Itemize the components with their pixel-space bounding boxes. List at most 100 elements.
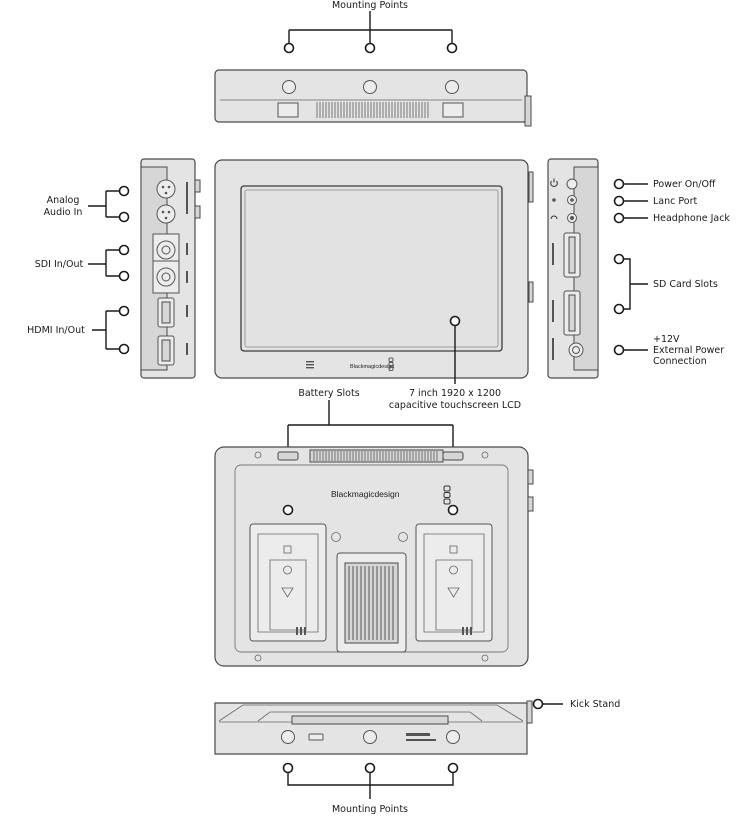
right-side-view: Power On/Off Lanc Port Headphone Jack SD… — [528, 158, 730, 379]
sdi-pin — [161, 272, 171, 282]
callout-dot — [446, 42, 458, 54]
menu-icon — [306, 361, 314, 369]
top-vent-grille — [316, 102, 429, 118]
side-tab — [527, 496, 534, 512]
callout-dot — [282, 504, 294, 516]
cooling-fan-fins — [348, 566, 394, 640]
hdmi-socket — [161, 339, 171, 362]
top-port — [442, 102, 464, 118]
label-sdi: SDI In/Out — [35, 259, 84, 270]
mount-point — [363, 80, 377, 94]
label-hdmi: HDMI In/Out — [27, 325, 85, 336]
callout-dot — [613, 195, 625, 207]
callout-dot — [364, 762, 376, 774]
mount-point — [281, 730, 295, 744]
xlr-connector — [156, 204, 176, 224]
side-tab — [524, 95, 532, 127]
callout-dot — [118, 343, 130, 355]
label-lcd-1: 7 inch 1920 x 1200 — [409, 388, 501, 399]
mount-point — [282, 80, 296, 94]
callout-dot — [283, 42, 295, 54]
front-view: Blackmagicdesign 7 inch 1920 x 1200 capa… — [214, 159, 529, 411]
front-brand-logo: Blackmagicdesign — [350, 364, 394, 370]
callout-dot — [118, 270, 130, 282]
label-lanc: Lanc Port — [653, 196, 697, 207]
callout-dot — [118, 305, 130, 317]
label-headphone: Headphone Jack — [653, 213, 730, 224]
label-power: Power On/Off — [653, 179, 716, 190]
callout-dot — [613, 344, 625, 356]
side-tab — [528, 281, 534, 303]
label-battery: Battery Slots — [298, 388, 359, 399]
leader-analog — [88, 190, 119, 218]
left-side-view: Analog Audio In SDI In/Out HDMI In/Out — [27, 158, 201, 379]
callout-dot — [613, 303, 625, 315]
power-button — [566, 178, 578, 190]
label-mounting-points-bottom: Mounting Points — [332, 804, 408, 815]
hdmi-socket — [161, 301, 171, 324]
callout-dot — [449, 315, 461, 327]
lcd-screen — [240, 185, 503, 352]
top-port — [277, 102, 299, 118]
monitor-bottom-edge — [214, 702, 528, 755]
label-analog-1: Analog — [47, 195, 80, 206]
back-vent-grille — [313, 451, 438, 461]
side-tab — [527, 469, 534, 485]
sd-card-opening — [568, 236, 576, 274]
usb-port — [308, 733, 324, 741]
brand-mark-icon — [388, 357, 394, 371]
lcd-inner — [244, 189, 499, 348]
leader-sd — [624, 258, 648, 310]
battery-1-icon — [331, 532, 341, 542]
label-power-1: +12V — [653, 334, 680, 345]
top-view: Mounting Points — [214, 0, 532, 127]
bottom-view: Kick Stand Mounting Points — [214, 698, 620, 815]
leader-sdi — [88, 249, 119, 277]
leader-mounting-bottom — [287, 773, 454, 799]
sdi-pin — [161, 245, 171, 255]
leader-mounting-top — [288, 11, 453, 46]
callout-dot — [613, 253, 625, 265]
mount-point — [363, 730, 377, 744]
headphone-icon — [550, 215, 558, 220]
side-tab — [194, 179, 201, 193]
mount-point — [445, 80, 459, 94]
label-lcd-2: capacitive touchscreen LCD — [389, 400, 521, 411]
kick-stand-frame — [218, 704, 524, 722]
label-power-3: Connection — [653, 356, 707, 367]
kick-stand — [526, 700, 533, 724]
callout-dot — [282, 762, 294, 774]
label-kick-stand: Kick Stand — [570, 699, 620, 710]
brand-mark-icon — [443, 485, 451, 505]
callout-dot — [118, 244, 130, 256]
label-sd: SD Card Slots — [653, 279, 718, 290]
callout-dot — [532, 698, 544, 710]
callout-dot — [613, 212, 625, 224]
callout-dot — [118, 185, 130, 197]
label-mounting-points-top: Mounting Points — [332, 0, 408, 11]
mount-point — [446, 730, 460, 744]
battery-plate-right — [415, 523, 493, 642]
power-icon — [550, 178, 558, 187]
callout-dot — [118, 211, 130, 223]
side-tab — [528, 171, 534, 203]
battery-plate-left — [249, 523, 327, 642]
compliance-marks — [406, 733, 430, 736]
xlr-connector — [156, 179, 176, 199]
back-view: Battery Slots Blackmagicdesign — [214, 388, 534, 667]
back-brand-logo: Blackmagicdesign — [331, 489, 400, 499]
side-tab — [194, 205, 201, 219]
label-analog-2: Audio In — [44, 207, 83, 218]
model-print — [406, 739, 436, 741]
kick-stand-hinge — [291, 715, 449, 725]
leader-hdmi — [92, 310, 119, 350]
sd-card-opening — [568, 294, 576, 332]
callout-dot — [613, 178, 625, 190]
battery-2-icon — [398, 532, 408, 542]
label-power-2: External Power — [653, 345, 724, 356]
callout-dot — [447, 762, 459, 774]
callout-dot — [364, 42, 376, 54]
callout-dot — [447, 504, 459, 516]
leader-battery — [287, 400, 454, 504]
